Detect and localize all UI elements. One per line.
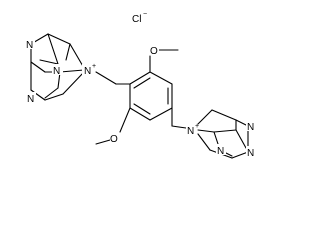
left-methylene-bond: [95, 71, 117, 85]
benzene-ring: [129, 71, 173, 121]
lower-methoxy-methyl: [95, 139, 111, 145]
lower-oxygen: O: [110, 134, 118, 145]
left-n-plus-charge: +: [92, 63, 96, 70]
right-methylene-bond-2: [171, 125, 187, 129]
left-n-top: N: [26, 40, 33, 51]
right-n-plus-charge: +: [195, 123, 199, 130]
left-n-plus: N: [84, 66, 91, 77]
chemical-structure: Cl − N N N + N O O N + N N N: [25, 11, 256, 159]
left-n-center: N: [53, 66, 60, 77]
right-n-plus: N: [187, 126, 194, 137]
lower-methoxy-bond: [119, 107, 131, 133]
upper-oxygen: O: [150, 46, 158, 57]
structure-canvas: Cl − N N N + N O O N + N N N: [25, 11, 256, 159]
chloride-label: Cl: [132, 14, 141, 25]
chloride-charge: −: [143, 11, 147, 18]
right-n-bottom: N: [247, 148, 254, 159]
right-n-center: N: [217, 146, 224, 157]
left-n-bottom: N: [27, 94, 34, 105]
right-n-top: N: [247, 122, 254, 133]
